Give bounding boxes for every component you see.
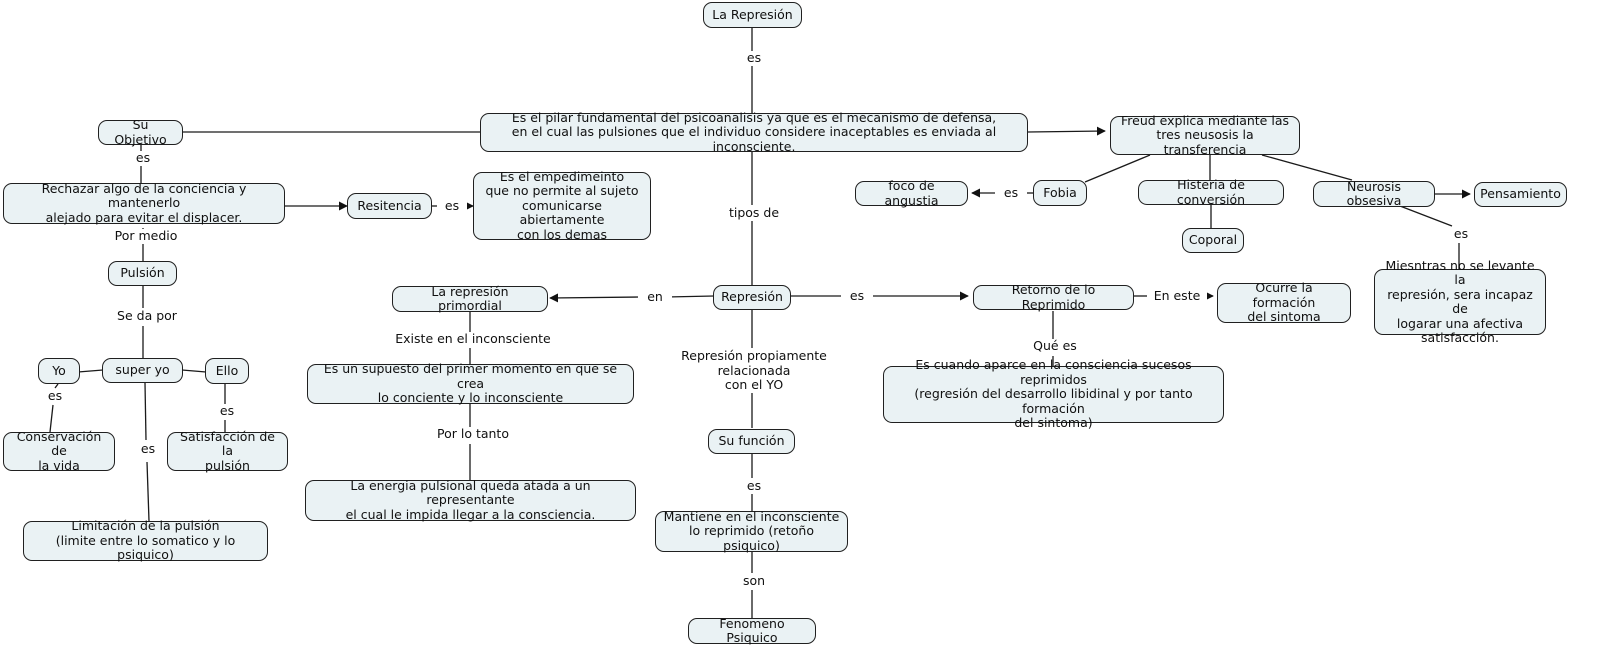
node-limitacion-de-la-pulsion[interactable]: Limitación de la pulsión (limite entre l… bbox=[23, 519, 268, 562]
edge-en-primordial bbox=[549, 293, 641, 303]
node-pulsion[interactable]: Pulsión bbox=[108, 261, 177, 286]
link-label-son: son bbox=[733, 573, 775, 589]
edge-superyo-ello bbox=[181, 369, 207, 373]
edge-es-limitacion bbox=[146, 461, 150, 522]
link-label-que-es: Qué es bbox=[1023, 338, 1087, 354]
node-mantiene-en-el-inconsciente[interactable]: Mantiene en el inconsciente lo reprimido… bbox=[655, 509, 848, 553]
link-label-es-funcion: es bbox=[737, 478, 771, 494]
node-energia-pulsional[interactable]: La energia pulsional queda atada a un re… bbox=[305, 478, 636, 522]
node-miesntras-no-se-levante[interactable]: Miesntras no se levante la represión, se… bbox=[1374, 258, 1546, 345]
link-label-tipos-de: tipos de bbox=[718, 205, 790, 221]
link-label-es-neurosis: es bbox=[1444, 226, 1478, 242]
edge-es-conservacion bbox=[49, 404, 54, 433]
edge-freud-fobia bbox=[1084, 154, 1151, 183]
edge-superyo-es2 bbox=[144, 382, 147, 441]
link-label-es-top: es bbox=[734, 50, 774, 66]
link-label-es-fobia: es bbox=[995, 185, 1027, 201]
link-label-por-lo-tanto: Por lo tanto bbox=[425, 426, 521, 442]
node-su-funcion[interactable]: Su función bbox=[708, 429, 795, 454]
node-pensamiento[interactable]: Pensamiento bbox=[1474, 182, 1567, 207]
node-represion[interactable]: Represión bbox=[713, 285, 791, 310]
link-label-por-medio: Por medio bbox=[104, 228, 188, 244]
edge-freud-neurosis bbox=[1261, 154, 1353, 181]
edge-neurosis-es bbox=[1399, 205, 1453, 227]
edge-pilar-freud bbox=[1027, 126, 1106, 136]
node-la-represion[interactable]: La Represión bbox=[703, 2, 802, 28]
node-super-yo[interactable]: super yo bbox=[102, 358, 183, 383]
node-empedimeinto[interactable]: Es el empedimeinto que no permite al suj… bbox=[473, 169, 651, 242]
node-resitencia[interactable]: Resitencia bbox=[347, 193, 432, 219]
link-label-es-retorno: es bbox=[841, 288, 873, 304]
link-label-se-da-por: Se da por bbox=[105, 308, 189, 324]
node-es-pilar-fundamental[interactable]: Es el pilar fundamental del psicoanalisi… bbox=[480, 110, 1028, 154]
link-label-es-superyo: es bbox=[131, 441, 165, 457]
node-la-represion-primordial[interactable]: La represión primordial bbox=[392, 284, 548, 313]
node-foco-de-angustia[interactable]: foco de angustia bbox=[855, 178, 968, 207]
node-freud-explica[interactable]: Freud explica mediante las tres neusosis… bbox=[1110, 113, 1300, 157]
node-ello[interactable]: Ello bbox=[205, 358, 249, 384]
link-label-en-primordial: en bbox=[638, 289, 672, 305]
node-fobia[interactable]: Fobia bbox=[1033, 180, 1087, 206]
link-label-es-resitencia: es bbox=[437, 198, 467, 214]
node-es-cuando-aparce[interactable]: Es cuando aparce en la consciencia suces… bbox=[883, 358, 1224, 430]
node-su-objetivo[interactable]: Su Objetivo bbox=[98, 117, 183, 146]
node-fenomeno-psiquico[interactable]: Fenomeno Psiquico bbox=[688, 616, 816, 645]
edge-superyo-yo bbox=[77, 369, 104, 373]
node-ocurre-la-formacion[interactable]: Ocurre la formación del sintoma bbox=[1217, 281, 1351, 324]
node-neurosis-obsesiva[interactable]: Neurosis obsesiva bbox=[1313, 179, 1435, 208]
link-label-existe-en-el-inconsciente: Existe en el inconsciente bbox=[392, 331, 554, 347]
node-coporal[interactable]: Coporal bbox=[1182, 228, 1244, 253]
node-satisfaccion-de-la-pulsion[interactable]: Satisfacción de la pulsión bbox=[167, 429, 288, 473]
node-histeria-de-conversion[interactable]: Histeria de conversión bbox=[1138, 177, 1284, 206]
link-label-es-ello: es bbox=[210, 403, 244, 419]
node-yo[interactable]: Yo bbox=[38, 358, 80, 384]
link-label-es-objetivo: es bbox=[123, 150, 163, 166]
node-conservacion-de-la-vida[interactable]: Conservación de la vida bbox=[3, 429, 115, 473]
link-label-en-este: En este bbox=[1147, 288, 1207, 304]
link-label-es-yo: es bbox=[38, 388, 72, 404]
link-label-represion-propiamente: Represión propiamente relacionada con el… bbox=[646, 348, 862, 393]
edge-represion-en bbox=[665, 295, 715, 298]
node-es-un-supuesto[interactable]: Es un supuesto del primer momento en que… bbox=[307, 362, 634, 405]
node-retorno-de-lo-reprimido[interactable]: Retorno de lo Reprimido bbox=[973, 282, 1134, 311]
node-rechazar-algo[interactable]: Rechazar algo de la conciencia y mantene… bbox=[3, 181, 285, 225]
